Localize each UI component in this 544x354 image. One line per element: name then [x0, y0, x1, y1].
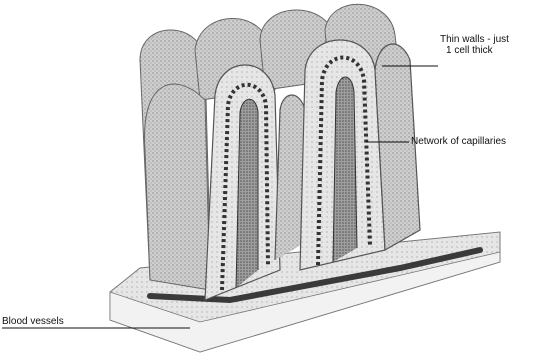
label-thin-walls-line1: Thin walls - just [440, 34, 509, 45]
label-thin-walls: Thin walls - just 1 cell thick [440, 34, 509, 56]
label-network-capillaries: Network of capillaries [411, 136, 506, 147]
label-thin-walls-line2: 1 cell thick [440, 45, 509, 56]
label-blood-vessels: Blood vessels [2, 316, 64, 327]
